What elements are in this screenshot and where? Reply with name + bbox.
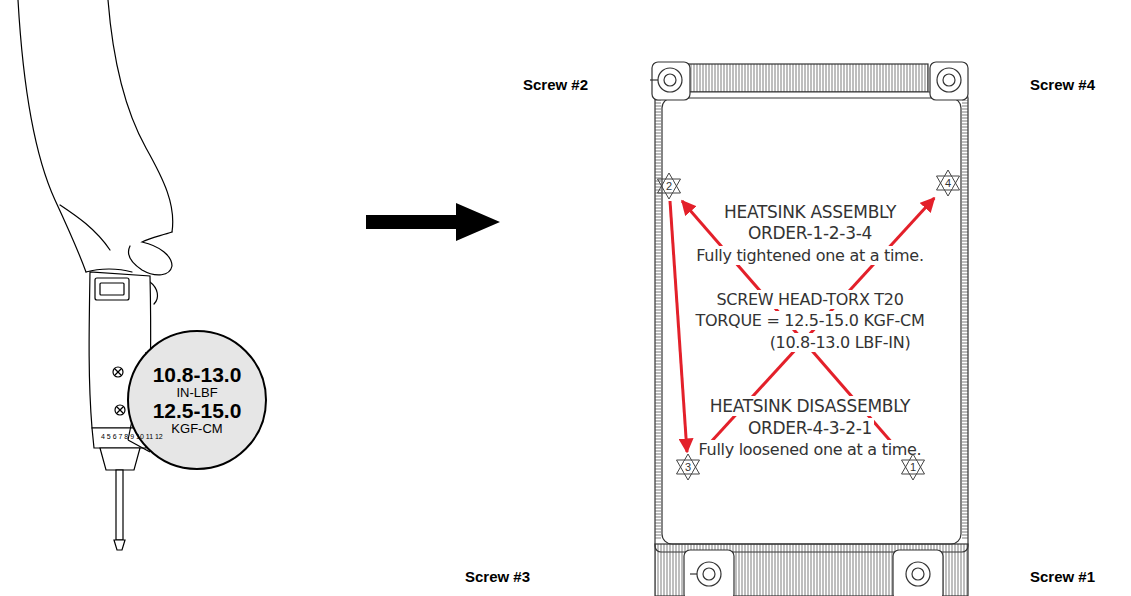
heatsink-plate: HEATSINK ASSEMBLYORDER-1-2-3-4Fully tigh… bbox=[650, 62, 970, 596]
order-star: 4 bbox=[933, 168, 963, 198]
plate-label: ORDER-4-3-2-1 bbox=[746, 418, 874, 438]
plate-label: ORDER-1-2-3-4 bbox=[746, 223, 874, 243]
direction-arrow bbox=[366, 203, 500, 241]
order-star: 3 bbox=[673, 452, 703, 482]
plate-label: (10.8-13.0 LBF-IN) bbox=[768, 333, 913, 352]
order-star: 2 bbox=[654, 171, 684, 201]
magnifier-callout: 10.8-13.0IN-LBF12.5-15.0KGF-CM bbox=[127, 330, 267, 470]
order-number: 2 bbox=[665, 180, 673, 192]
plate-label: SCREW HEAD-TORX T20 bbox=[714, 290, 905, 309]
heatsink-drawing bbox=[650, 62, 968, 596]
order-number: 4 bbox=[944, 177, 952, 189]
torque-value: KGF-CM bbox=[171, 422, 222, 436]
screw-label: Screw #2 bbox=[523, 76, 588, 93]
plate-label: Fully tightened one at a time. bbox=[694, 246, 925, 265]
torque-value: IN-LBF bbox=[176, 386, 217, 400]
plate-label: HEATSINK ASSEMBLY bbox=[722, 202, 898, 222]
screw-label: Screw #3 bbox=[465, 568, 530, 585]
plate-label: HEATSINK DISASSEMBLY bbox=[708, 396, 912, 416]
screw-label: Screw #4 bbox=[1030, 76, 1095, 93]
screw-label: Screw #1 bbox=[1030, 568, 1095, 585]
order-star: 1 bbox=[898, 452, 928, 482]
scale-numbers: 4 5 6 7 8 9 10 11 12 bbox=[101, 433, 163, 440]
torque-value: 12.5-15.0 bbox=[153, 400, 242, 422]
hand-drawing bbox=[18, 0, 173, 304]
plate-label: TORQUE = 12.5-15.0 KGF-CM bbox=[694, 311, 927, 330]
order-number: 3 bbox=[684, 461, 692, 473]
torque-value: 10.8-13.0 bbox=[153, 364, 242, 386]
plate-label: Fully loosened one at a time. bbox=[697, 440, 924, 459]
order-arrow bbox=[670, 201, 687, 452]
order-number: 1 bbox=[909, 461, 917, 473]
